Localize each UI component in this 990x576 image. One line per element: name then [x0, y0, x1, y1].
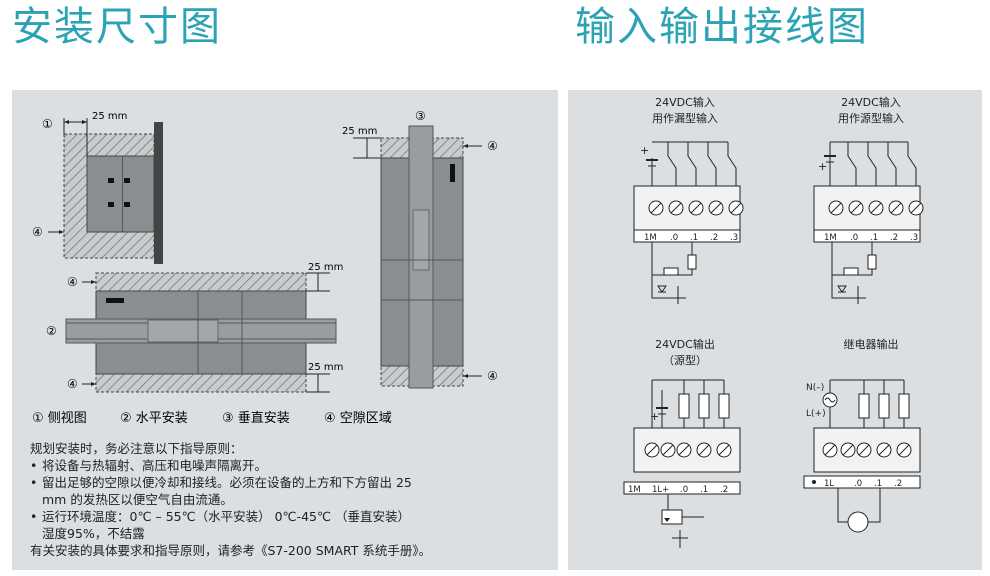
relay-screws: [822, 442, 912, 458]
svg-text:.0: .0: [854, 479, 862, 489]
legend-clearance: ④ 空隙区域: [324, 411, 392, 426]
wiring-diagrams: 24VDC输入 用作漏型输入 + 1M .0 .1 .2 .3 24VDC输: [623, 95, 924, 548]
horizontal-marker-4-bottom: ④: [67, 377, 78, 391]
dc-out-screws: [644, 442, 732, 458]
svg-text:.3: .3: [730, 233, 738, 243]
relay-supply-n: N(–): [806, 383, 824, 393]
legend-vertical: ③ 垂直安装: [222, 411, 290, 426]
svg-text:.2: .2: [894, 479, 902, 489]
source-plus: +: [818, 160, 827, 173]
sink-screws: [648, 200, 744, 216]
note-temperature: 运行环境温度：0℃ – 55℃（水平安装） 0℃-45℃ （垂直安装）湿度95%…: [30, 508, 550, 542]
legend-horizontal: ② 水平安装: [120, 411, 188, 426]
svg-text:.2: .2: [890, 233, 898, 243]
vertical-dim-label: 25 mm: [342, 126, 377, 137]
dc-out-plus: +: [650, 410, 659, 423]
relay-coil-icon: [847, 511, 869, 533]
source-title-2: 用作源型输入: [838, 111, 904, 125]
side-marker-1: ①: [42, 117, 53, 131]
vertical-marker-4-bottom: ④: [487, 369, 498, 383]
svg-text:.2: .2: [720, 485, 728, 495]
sink-title-2: 用作漏型输入: [652, 111, 718, 125]
legend-side-view: ① 侧视图: [32, 411, 87, 426]
dc-out-title-1: 24VDC输出: [655, 337, 715, 351]
notes-intro: 规划安装时，务必注意以下指导原则：: [30, 441, 243, 456]
sink-plus: +: [640, 144, 649, 157]
svg-text:.1: .1: [870, 233, 878, 243]
sink-title-1: 24VDC输入: [655, 95, 715, 109]
svg-text:1M: 1M: [628, 485, 641, 495]
vertical-marker-3: ③: [415, 109, 426, 123]
wiring-title: 输入输出接线图: [575, 4, 869, 50]
svg-text:.2: .2: [710, 233, 718, 243]
svg-text:1L: 1L: [824, 479, 834, 489]
dc-out-loads: [678, 380, 730, 428]
horizontal-dim-bottom: 25 mm: [308, 362, 343, 373]
svg-text:.1: .1: [690, 233, 698, 243]
svg-text:.0: .0: [680, 485, 688, 495]
relay-output-diagram: 继电器输出 N(–) L(+) 1L .0 .1 .2: [803, 337, 921, 533]
horizontal-marker-2: ②: [46, 324, 57, 338]
source-title-1: 24VDC输入: [841, 95, 901, 109]
source-input-diagram: 24VDC输入 用作源型输入 + 1M .0 .1 .2 .3: [813, 95, 924, 304]
installation-notes: 规划安装时，务必注意以下指导原则： 将设备与热辐射、高压和电噪声隔离开。 留出足…: [30, 440, 550, 559]
vertical-marker-4-top: ④: [487, 139, 498, 153]
mounting-title: 安装尺寸图: [12, 4, 222, 50]
svg-text:.0: .0: [670, 233, 678, 243]
relay-loads: [858, 380, 910, 428]
side-dim-label: 25 mm: [92, 111, 127, 122]
svg-text:1L+: 1L+: [652, 485, 669, 495]
horizontal-dim-top: 25 mm: [308, 262, 343, 273]
dc-output-diagram: 24VDC输出 （源型） + 1M 1L+ .0 .1 .2: [623, 337, 741, 548]
mounting-diagram: 25 mm ① ④ 25 mm 25 mm ④ ② ④: [32, 109, 498, 426]
note-isolation: 将设备与热辐射、高压和电噪声隔离开。: [30, 457, 550, 474]
dc-out-title-2: （源型）: [663, 353, 707, 367]
horizontal-marker-4-top: ④: [67, 275, 78, 289]
relay-title: 继电器输出: [844, 337, 899, 351]
svg-text:.0: .0: [850, 233, 858, 243]
svg-text:.3: .3: [910, 233, 918, 243]
side-marker-4: ④: [32, 225, 43, 239]
source-screws: [828, 200, 924, 216]
relay-supply-l: L(+): [806, 409, 826, 419]
sink-input-diagram: 24VDC输入 用作漏型输入 + 1M .0 .1 .2 .3: [633, 95, 744, 304]
notes-reference: 有关安装的具体要求和指导原则，请参考《S7-200 SMART 系统手册》。: [30, 543, 432, 558]
svg-text:.1: .1: [700, 485, 708, 495]
side-view: 25 mm ① ④: [32, 111, 163, 264]
svg-text:1M: 1M: [644, 233, 657, 243]
vertical-view: 25 mm ③ ④ ④: [342, 109, 498, 389]
svg-text:.1: .1: [874, 479, 882, 489]
relay-dot-icon: [812, 480, 816, 484]
horizontal-view: 25 mm 25 mm ④ ② ④: [46, 262, 343, 393]
svg-text:1M: 1M: [824, 233, 837, 243]
